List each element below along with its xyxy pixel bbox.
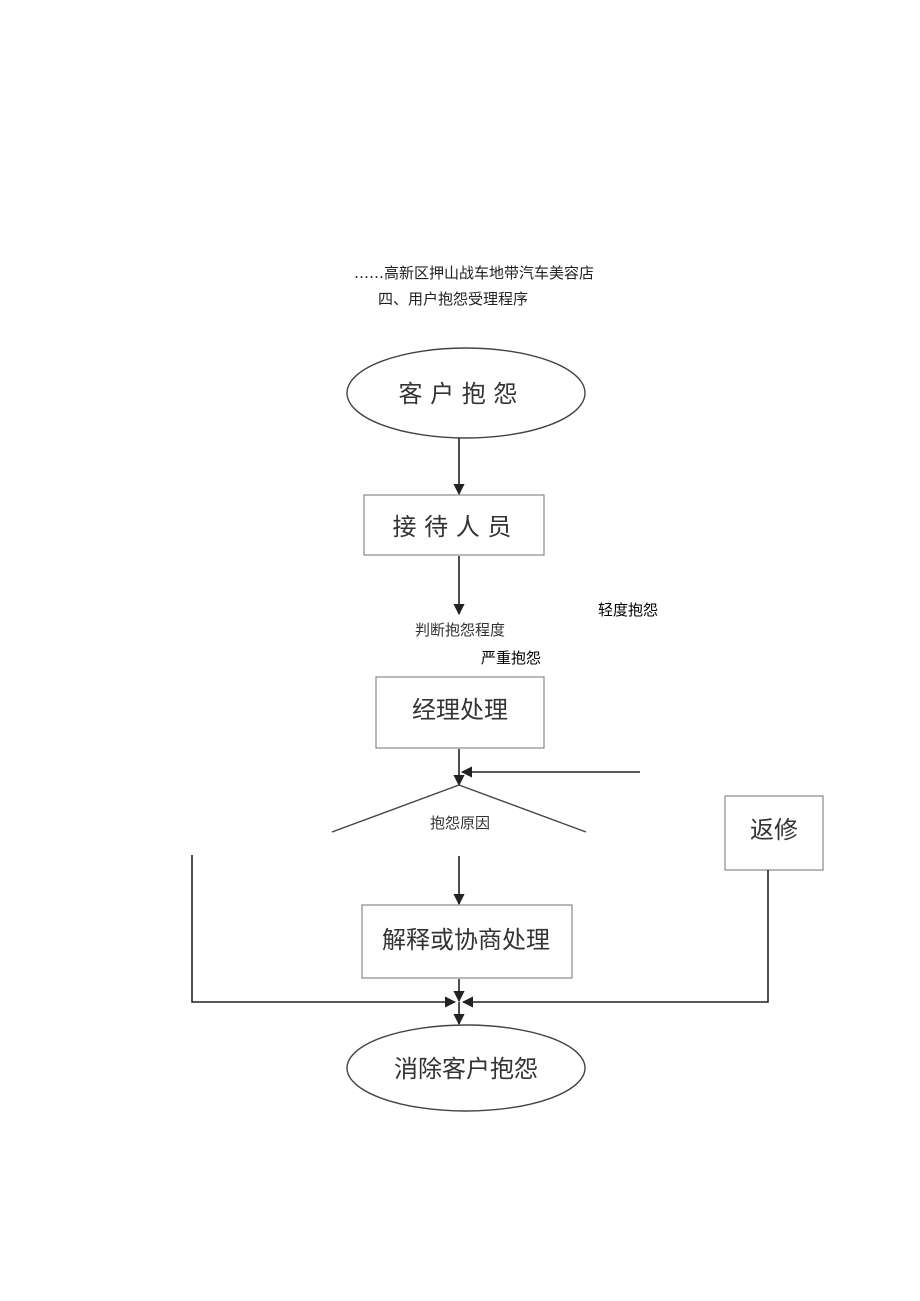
rework-node-label: 返修 <box>750 816 798 844</box>
company-name: ……高新区押山战车地带汽车美容店 <box>354 264 595 282</box>
reception-node-label: 接 待 人 员 <box>393 513 512 541</box>
cause-label: 抱怨原因 <box>430 814 490 832</box>
rework-return-line <box>461 870 769 1008</box>
explain-node-label: 解释或协商处理 <box>382 926 550 954</box>
left-loop-line <box>191 855 457 1008</box>
manager-node-label: 经理处理 <box>412 696 508 724</box>
resolved-ellipse <box>346 1024 586 1112</box>
complaint-node-label: 客 户 抱 怨 <box>399 380 518 408</box>
complaint-ellipse <box>346 347 586 439</box>
rework-box <box>724 795 824 871</box>
section-title: 四、用户抱怨受理程序 <box>378 290 529 308</box>
explain-box <box>361 904 573 979</box>
reception-box <box>363 494 545 556</box>
cause-split-left <box>331 784 460 833</box>
cause-split-right <box>458 784 587 833</box>
manager-box <box>375 676 545 749</box>
resolved-node-label: 消除客户抱怨 <box>394 1055 538 1083</box>
judge-label: 判断抱怨程度 <box>415 621 505 639</box>
severe-complaint-label: 严重抱怨 <box>481 649 541 667</box>
light-complaint-label: 轻度抱怨 <box>598 601 658 619</box>
